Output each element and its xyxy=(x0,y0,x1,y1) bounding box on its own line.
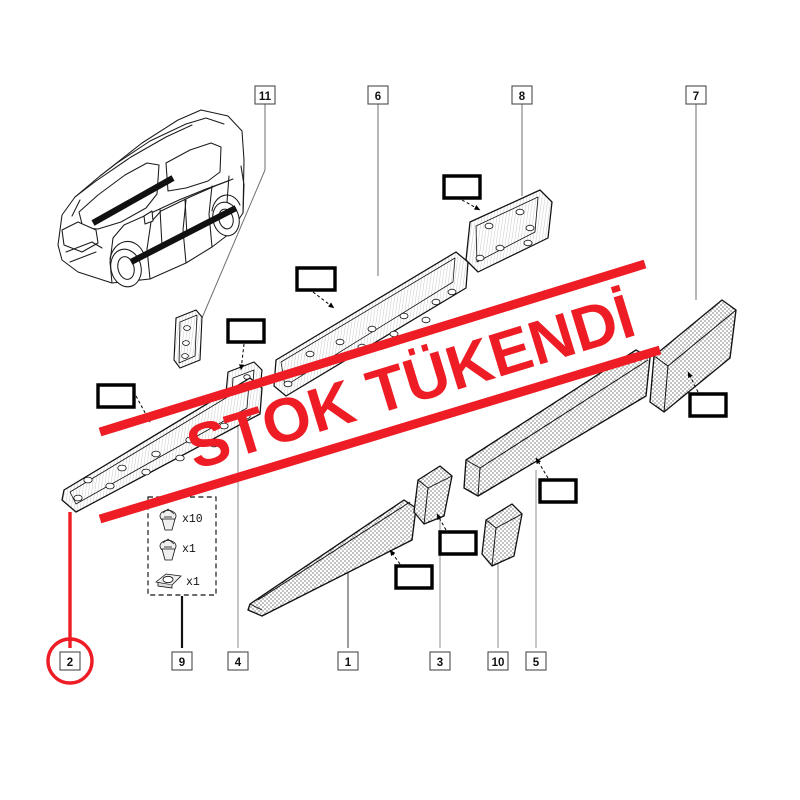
part-10-wedge-trim xyxy=(481,503,523,567)
ref-tag-h xyxy=(389,549,434,590)
ref-tag-c xyxy=(295,266,337,309)
callout-7[interactable]: 7 xyxy=(685,85,707,105)
callout-5[interactable]: 5 xyxy=(525,651,547,671)
callouts-bottom: 2 9 4 1 3 10 5 xyxy=(46,637,547,685)
part-5-long-moulding xyxy=(463,349,651,497)
leader-lines xyxy=(180,104,697,648)
fastener-row-3: x1 xyxy=(155,573,200,589)
part-7-door-moulding xyxy=(649,299,737,413)
callout-1[interactable]: 1 xyxy=(337,651,359,671)
callout-8[interactable]: 8 xyxy=(511,85,533,105)
watermark-bar-bottom xyxy=(98,345,662,524)
callout-label: 8 xyxy=(519,91,526,103)
highlight-circle xyxy=(46,637,94,685)
callout-label: 9 xyxy=(179,657,185,669)
van-illustration xyxy=(57,109,245,288)
callout-label: 6 xyxy=(375,91,381,103)
ref-tag-d xyxy=(442,174,482,211)
callout-2[interactable]: 2 xyxy=(46,637,94,685)
callout-label: 4 xyxy=(235,657,242,669)
part-8-panel-plate xyxy=(465,189,553,273)
callout-label: 3 xyxy=(437,657,443,669)
fastener-row-2: x1 xyxy=(159,538,196,561)
callout-6[interactable]: 6 xyxy=(367,85,389,105)
ref-tag-e xyxy=(687,371,728,418)
watermark-bar-top xyxy=(98,259,647,437)
callouts-top: 11 6 8 7 xyxy=(254,85,707,105)
callout-label: 11 xyxy=(259,91,272,103)
callout-11[interactable]: 11 xyxy=(254,85,276,105)
fastener-qty-3: x1 xyxy=(186,576,200,589)
callout-label: 5 xyxy=(533,657,540,669)
part-1-front-moulding xyxy=(247,499,417,617)
callout-label: 10 xyxy=(492,657,505,669)
clip-fastener-icon xyxy=(159,508,177,531)
ref-tag-f xyxy=(535,457,578,504)
fastener-qty-2: x1 xyxy=(182,543,196,556)
callout-4[interactable]: 4 xyxy=(227,651,249,671)
part-11-end-cap xyxy=(173,309,203,369)
callout-label: 7 xyxy=(693,91,699,103)
fastener-kit: x10 x1 x1 xyxy=(147,496,217,596)
ref-tag-g xyxy=(436,513,478,556)
part-2-long-rail xyxy=(61,377,263,513)
callout-3[interactable]: 3 xyxy=(429,651,451,671)
reference-tags xyxy=(96,174,728,590)
part-3-wedge-trim xyxy=(413,465,453,525)
fastener-row-1: x10 xyxy=(159,508,203,531)
grommet-washer-icon xyxy=(155,573,182,589)
callout-label: 1 xyxy=(345,657,352,669)
clip-fastener-icon xyxy=(159,538,177,561)
ref-tag-a xyxy=(96,383,151,423)
ref-tag-b xyxy=(226,318,266,371)
fastener-qty-1: x10 xyxy=(182,513,203,526)
callout-label: 2 xyxy=(67,657,73,669)
callout-9[interactable]: 9 xyxy=(171,651,193,671)
callout-10[interactable]: 10 xyxy=(487,651,509,671)
